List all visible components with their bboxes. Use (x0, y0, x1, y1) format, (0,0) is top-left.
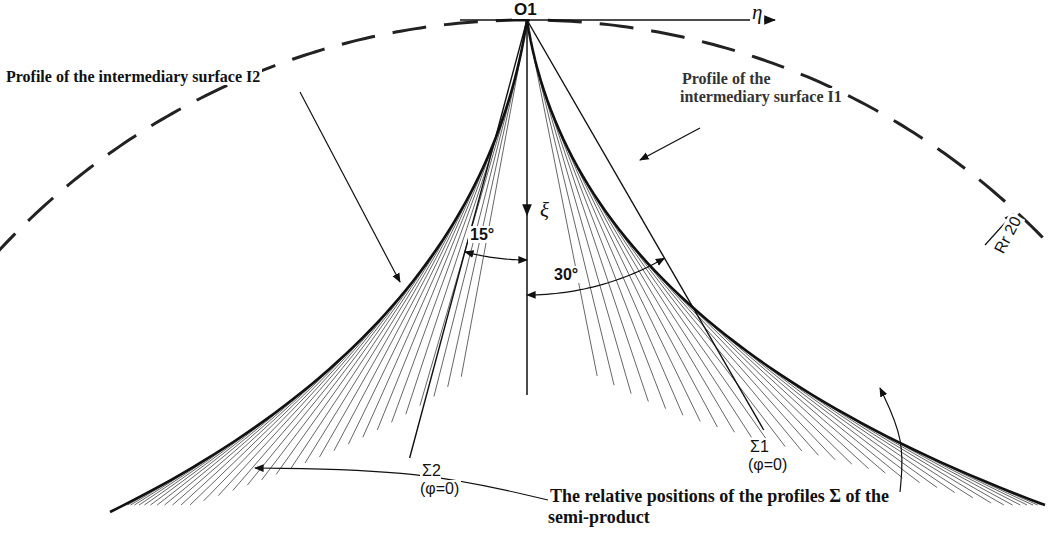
label-text: The relative positions of the profiles Σ… (548, 486, 889, 527)
profile-position (594, 194, 752, 437)
label-text: 30° (552, 266, 580, 283)
profile-position (305, 227, 451, 463)
profile-position (534, 57, 614, 385)
profile-position (551, 110, 666, 409)
dimension-label: Rr 20 (990, 212, 1026, 259)
surface-label: Profile of the intermediary surface I1 (680, 70, 850, 106)
angle-label: 15° (468, 226, 496, 244)
label-text: Σ1 (φ=0) (748, 438, 789, 473)
xi-axis (526, 215, 528, 395)
angle-arc (527, 258, 665, 295)
profile-position (291, 242, 442, 468)
profile-position (584, 178, 735, 433)
axis-label: η (750, 0, 764, 25)
surface-label: Profile of the intermediary surface I2 (4, 68, 262, 86)
origin-label: O1 (512, 0, 539, 20)
xi-axis (526, 20, 528, 215)
profile-position (530, 38, 597, 375)
profile-position (377, 145, 493, 430)
leader-line (880, 388, 902, 492)
label-text: η (750, 0, 764, 24)
label-text: Rr 20 (990, 212, 1025, 258)
profile-position (363, 161, 486, 437)
label-text: ξ (538, 198, 551, 222)
profile-position (616, 226, 785, 447)
profile-position (334, 194, 470, 450)
angle-label: 30° (552, 266, 580, 284)
sigma2-line (410, 20, 527, 458)
profile-position (392, 127, 500, 422)
label-text: Profile of the intermediary surface I1 (680, 70, 844, 105)
label-text: O1 (512, 0, 539, 19)
leader-line (640, 128, 700, 160)
profile-position (605, 210, 769, 442)
construction-lines (0, 20, 1053, 512)
profile-position (348, 178, 478, 444)
envelope-curve (527, 20, 1045, 505)
profile-label: Σ1 (φ=0) (748, 438, 808, 474)
envelope-curve (110, 20, 527, 512)
profile-position (276, 258, 430, 475)
profile-label: Σ2 (φ=0) (420, 462, 480, 498)
label-text: 15° (468, 226, 496, 243)
profile-position (566, 144, 700, 421)
angle-arc (465, 252, 527, 260)
note-label: The relative positions of the profiles Σ… (548, 486, 918, 528)
hatch-lines (124, 38, 1044, 505)
eta-axis (460, 19, 775, 21)
axis-label: ξ (538, 198, 551, 223)
label-text: Profile of the intermediary surface I2 (4, 68, 262, 85)
label-text: Σ2 (φ=0) (420, 462, 461, 497)
profile-position (319, 211, 460, 457)
profile-position (642, 257, 819, 456)
profile-position (574, 161, 717, 427)
leader-line (300, 92, 400, 282)
leader-line (255, 468, 548, 500)
